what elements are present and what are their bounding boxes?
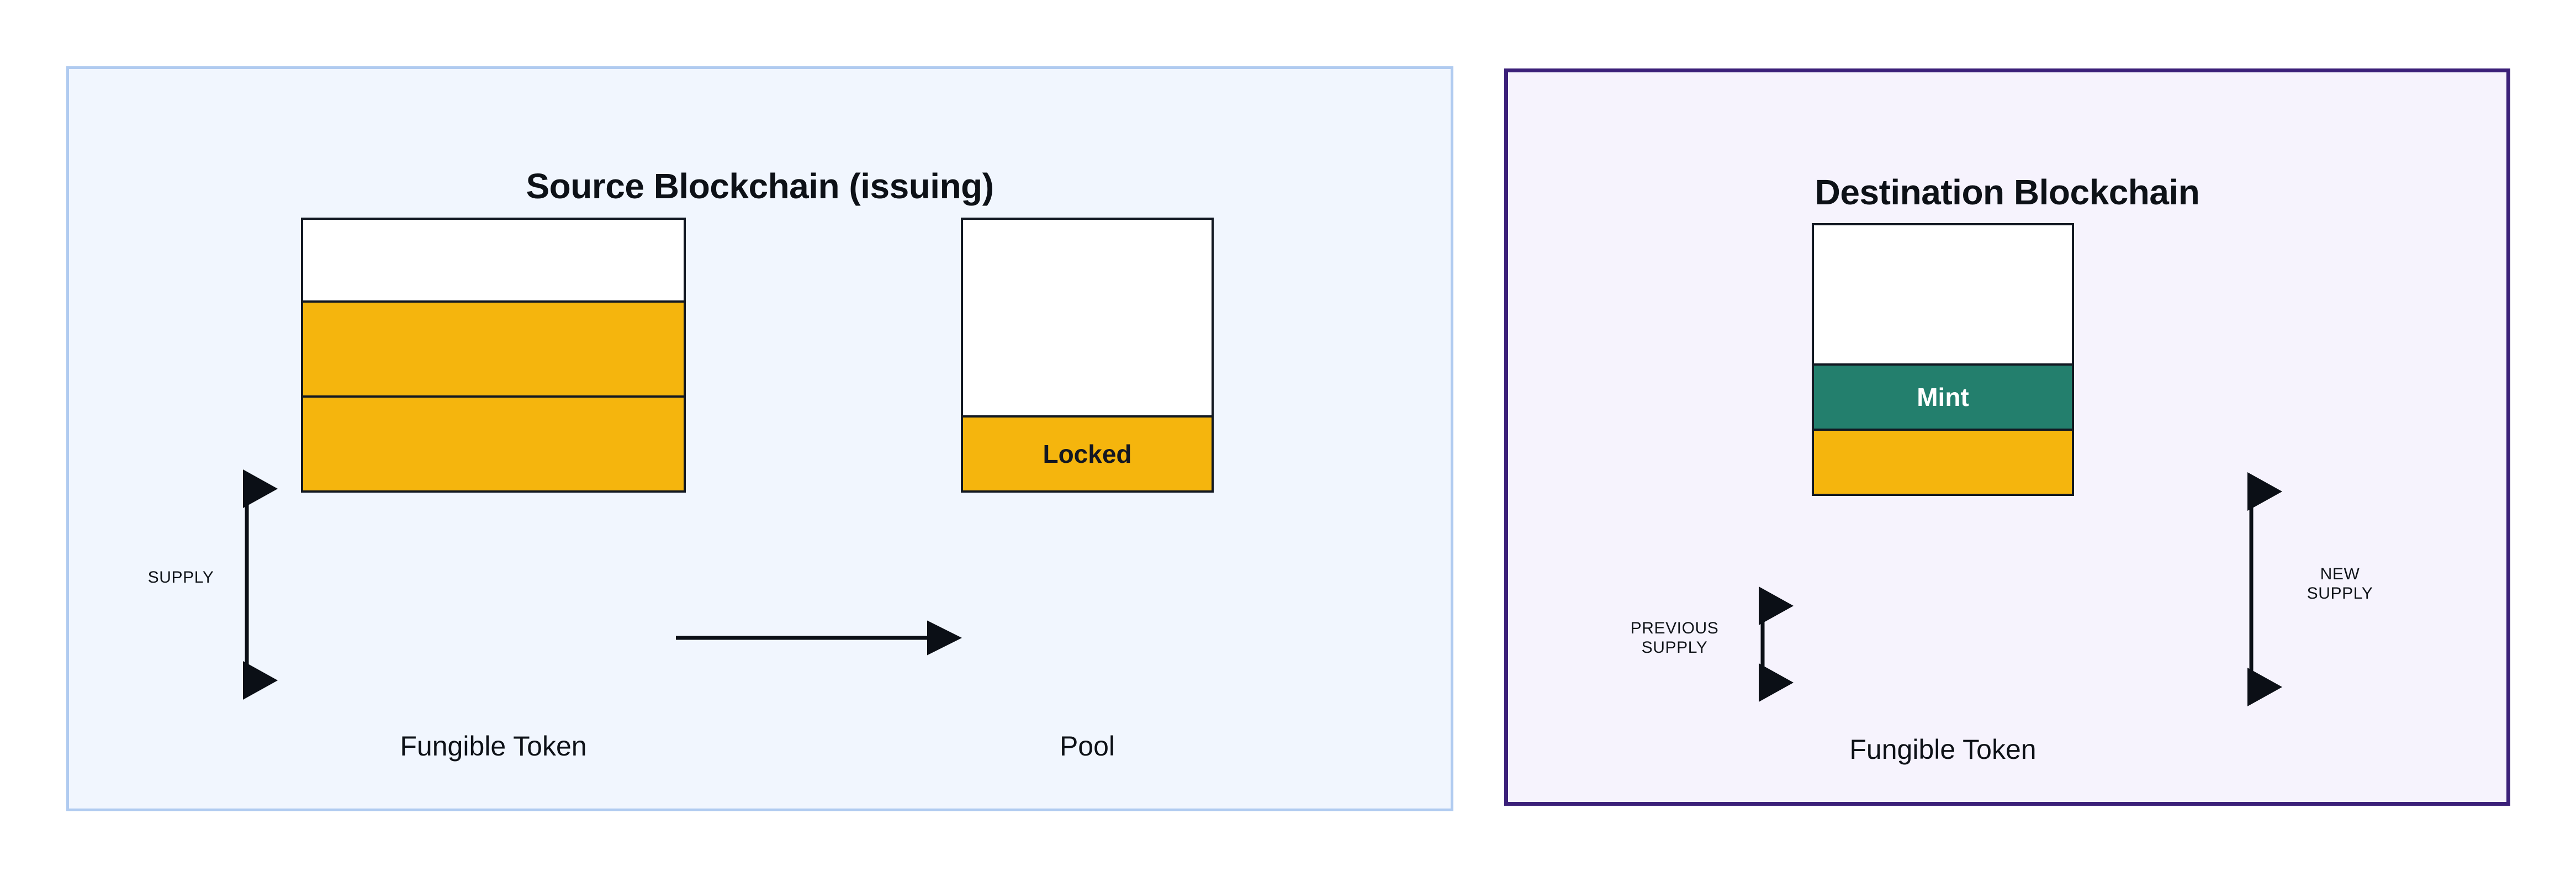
source-pool-caption: Pool <box>1059 731 1115 762</box>
source-fungible-token-stack <box>301 218 686 493</box>
panel-source-blockchain: Source Blockchain (issuing) <box>66 66 1453 811</box>
source-supply-label: SUPPLY <box>147 568 214 587</box>
pool-locked-segment: Locked <box>963 415 1212 490</box>
source-fungible-token-caption: Fungible Token <box>400 731 587 762</box>
destination-token-mint-segment: Mint <box>1814 363 2072 429</box>
destination-new-supply-label: NEW SUPPLY <box>2307 565 2373 603</box>
pool-free-segment <box>963 220 1212 415</box>
destination-previous-supply-label: PREVIOUS SUPPLY <box>1630 619 1719 657</box>
destination-fungible-token-stack: Mint <box>1812 223 2074 496</box>
panel-source-title: Source Blockchain (issuing) <box>526 166 994 206</box>
panel-destination-title: Destination Blockchain <box>1815 172 2200 212</box>
source-token-unallocated-segment <box>303 220 684 300</box>
destination-fungible-token-caption: Fungible Token <box>1849 734 2037 765</box>
destination-token-previous-supply-segment <box>1814 429 2072 494</box>
destination-token-unallocated-segment <box>1814 225 2072 363</box>
source-pool-stack: Locked <box>961 218 1214 493</box>
source-token-supply-segment-upper <box>303 300 684 395</box>
source-token-supply-segment-lower <box>303 395 684 490</box>
